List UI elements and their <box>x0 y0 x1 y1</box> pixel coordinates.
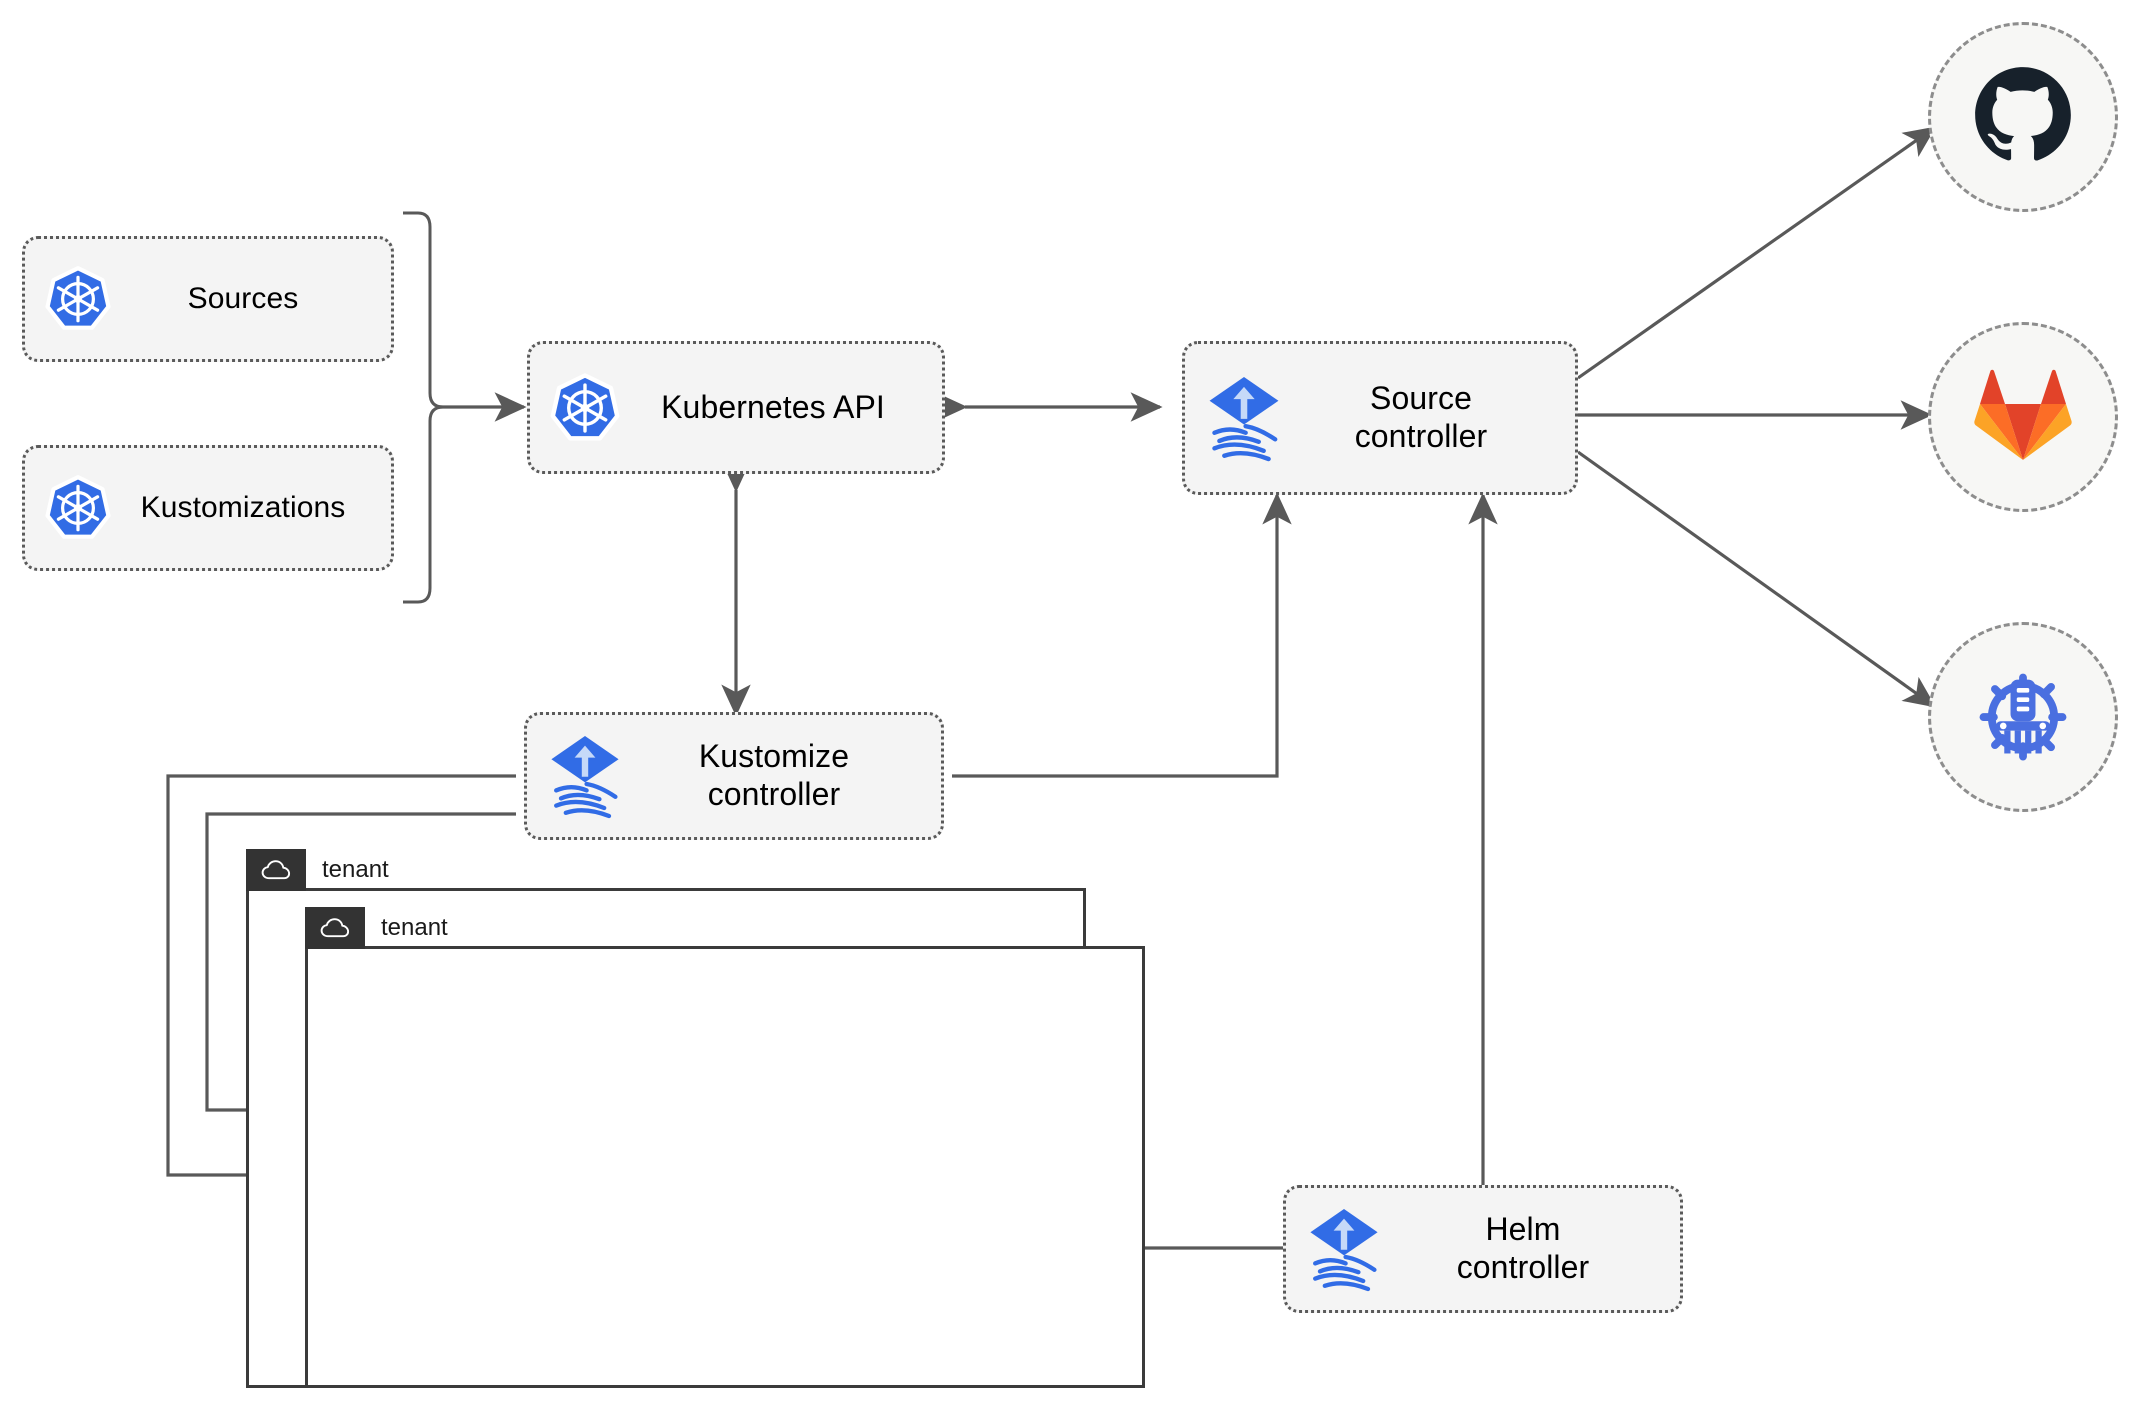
node-helm-controller[interactable]: Helm controller <box>1283 1185 1683 1313</box>
node-kustomizations[interactable]: Kustomizations <box>22 445 394 571</box>
node-kubernetes-api[interactable]: Kubernetes API <box>527 341 945 474</box>
node-kustomize-controller-label: Kustomize controller <box>698 738 850 812</box>
cloud-icon <box>305 907 365 949</box>
node-source-controller-label: Source controller <box>1354 380 1488 454</box>
provider-harbor[interactable] <box>1928 622 2118 812</box>
flux-icon <box>1203 372 1285 464</box>
gitlab-icon <box>1973 368 2073 467</box>
flux-icon <box>545 731 625 821</box>
node-kustomize-controller[interactable]: Kustomize controller <box>524 712 944 840</box>
tenant-inner-label: tenant <box>381 914 448 941</box>
group-bracket <box>403 211 444 604</box>
kubernetes-icon <box>548 371 622 445</box>
node-kustomizations-label: Kustomizations <box>140 491 346 525</box>
kubernetes-icon <box>43 473 113 543</box>
tenant-container-inner: tenant <box>305 907 1145 1388</box>
tenant-outer-header: tenant <box>246 849 389 891</box>
tenant-inner-header: tenant <box>305 907 448 949</box>
node-sources-label: Sources <box>187 282 299 316</box>
flux-icon <box>1304 1204 1384 1294</box>
provider-gitlab[interactable] <box>1928 322 2118 512</box>
wire-source-to-harbor <box>1577 450 1937 708</box>
tenant-outer-label: tenant <box>322 856 389 883</box>
github-icon <box>1971 63 2075 172</box>
node-helm-controller-label: Helm controller <box>1456 1211 1590 1285</box>
harbor-icon <box>1971 663 2075 772</box>
node-sources[interactable]: Sources <box>22 236 394 362</box>
cloud-icon <box>246 849 306 891</box>
wire-source-to-github <box>1577 126 1937 380</box>
provider-github[interactable] <box>1928 22 2118 212</box>
node-kubernetes-api-label: Kubernetes API <box>661 388 885 425</box>
node-source-controller[interactable]: Source controller <box>1182 341 1578 495</box>
wire-kustomize-to-source <box>952 492 1292 778</box>
kubernetes-icon <box>43 264 113 334</box>
